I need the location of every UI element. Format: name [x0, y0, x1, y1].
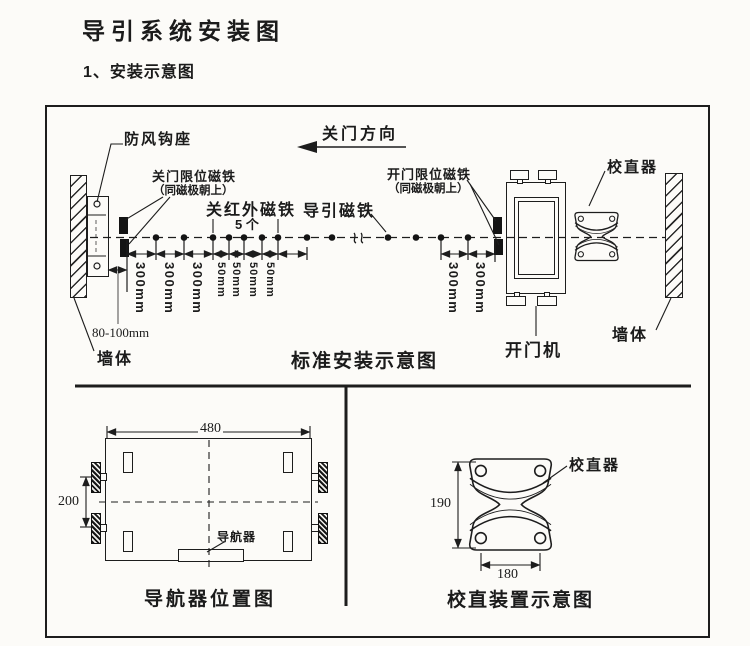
slot-top-right — [283, 452, 293, 473]
wheel-left-bottom — [91, 513, 101, 544]
close-direction-arrow — [297, 141, 406, 153]
slot-top-left — [123, 452, 133, 473]
wall-offset-label: 80-100mm — [92, 325, 150, 340]
dim-50-2: 50mm — [230, 262, 242, 298]
br-height-value: 190 — [430, 496, 451, 511]
straightener-bottom-label: 校直器 — [569, 457, 621, 474]
wall-left-label: 墙体 — [97, 351, 134, 368]
wheel-right-bottom — [318, 513, 328, 544]
bl-caption: 导航器位置图 — [144, 589, 277, 610]
br-height-dim — [452, 461, 476, 549]
br-width-dim — [480, 553, 541, 571]
close-limit-magnet-label: 关门限位磁铁 — [152, 169, 237, 184]
slot-bottom-left — [123, 531, 133, 552]
straightener-top-label: 校直器 — [607, 159, 659, 176]
right-dim-ticks — [440, 240, 496, 262]
leader-lines — [73, 143, 672, 553]
door-opener-roller-bl — [506, 296, 526, 306]
slot-bottom-right — [283, 531, 293, 552]
close-ir-magnet-label: 关红外磁铁 — [206, 202, 297, 219]
br-caption: 校直装置示意图 — [447, 590, 595, 611]
page-title: 导引系统安装图 — [82, 18, 285, 44]
br-width-value: 180 — [497, 567, 518, 582]
guide-magnet-label: 导引磁铁 — [303, 203, 376, 220]
open-limit-magnet-lower — [494, 239, 503, 255]
straightener-bottom-shape — [468, 458, 553, 551]
dim-300-left-2: 300mm — [162, 262, 177, 315]
straightener-top-shape — [574, 211, 619, 262]
close-direction-label: 关门方向 — [322, 126, 399, 143]
wall-offset-dim — [107, 266, 128, 324]
open-limit-magnet-upper — [493, 217, 502, 234]
close-limit-note: （同磁极朝上） — [153, 185, 234, 197]
wheel-right-top — [318, 462, 328, 493]
top-caption: 标准安装示意图 — [291, 351, 439, 372]
close-limit-magnet-lower — [120, 239, 129, 257]
open-limit-note: （同磁极朝上） — [388, 183, 469, 195]
dim-300-left-1: 300mm — [133, 262, 148, 315]
dim-300-right-2: 300mm — [473, 262, 488, 315]
wall-left-hatch — [70, 175, 87, 298]
magnet-dots — [152, 234, 472, 241]
navigator-label: 导航器 — [217, 530, 257, 544]
bl-wheelbase-value: 200 — [58, 494, 79, 509]
close-limit-magnet-upper — [119, 217, 128, 234]
bl-wheelbase-dim — [80, 476, 92, 528]
dim-300-left-3: 300mm — [190, 262, 205, 315]
door-opener-roller-br — [537, 296, 557, 306]
wall-right-hatch — [665, 173, 683, 298]
open-limit-magnet-label: 开门限位磁铁 — [387, 167, 472, 182]
dim-300-right-1: 300mm — [446, 262, 461, 315]
wall-right-label: 墙体 — [612, 327, 649, 344]
bl-width-value: 480 — [198, 421, 223, 437]
door-opener-roller-tr — [538, 170, 557, 180]
windproof-hook-label: 防风钩座 — [124, 131, 193, 148]
dim-50-3: 50mm — [247, 262, 259, 298]
door-opener-label: 开门机 — [505, 341, 562, 360]
page-subtitle: 1、安装示意图 — [83, 64, 195, 81]
diagram-frame — [45, 105, 710, 638]
dim-50-1: 50mm — [215, 262, 227, 298]
dim-50-4: 50mm — [264, 262, 276, 298]
break-symbol — [353, 232, 364, 244]
door-opener-roller-tl — [510, 170, 529, 180]
close-ir-count-label: 5 个 — [235, 217, 259, 232]
